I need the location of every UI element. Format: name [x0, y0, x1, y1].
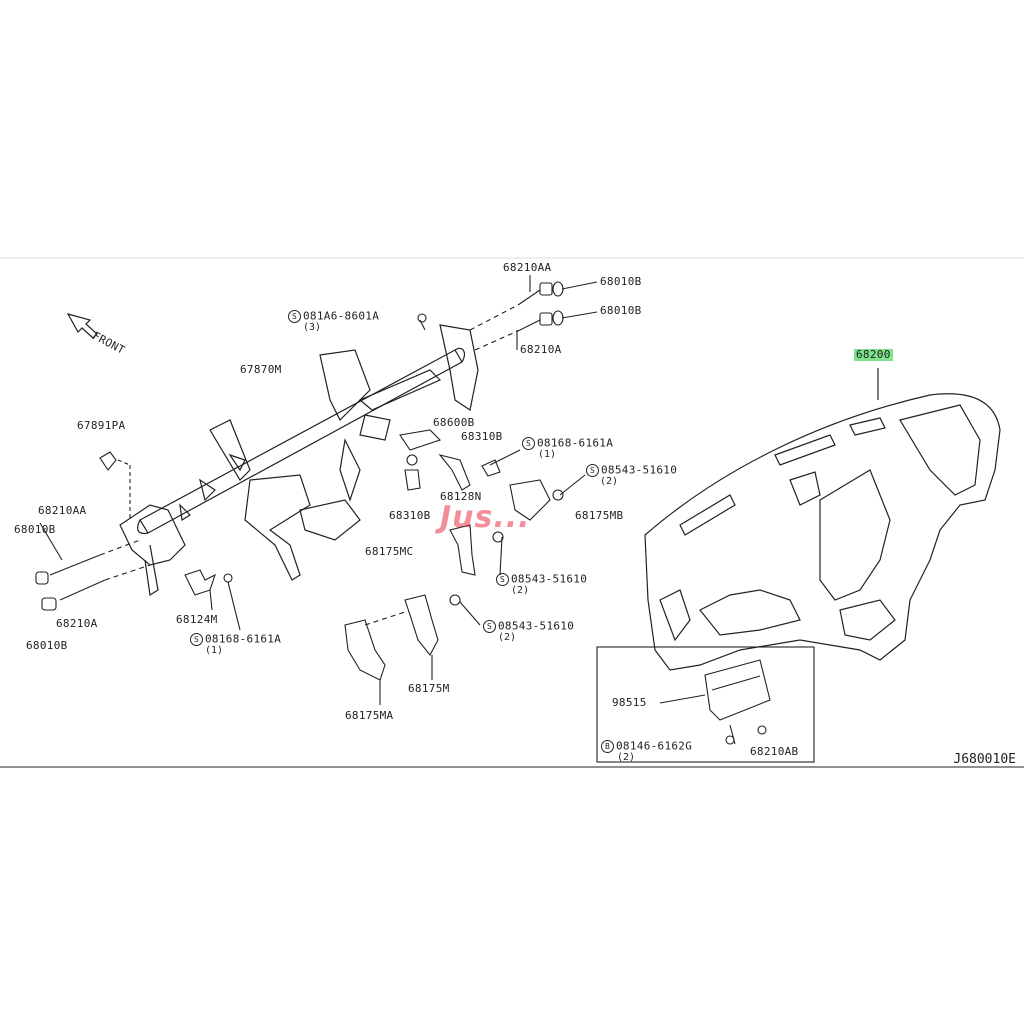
label-68175MA: 68175MA	[345, 709, 394, 722]
figure-code: J680010E	[953, 752, 1016, 767]
s-prefix-icon: S	[586, 464, 599, 477]
label-68210A-top: 68210A	[520, 343, 562, 356]
label-68210AB: 68210AB	[750, 745, 799, 758]
qty-081A6: (3)	[303, 322, 322, 333]
label-68010B-top2: 68010B	[600, 304, 642, 317]
watermark: Jus...	[440, 500, 531, 535]
s-prefix-icon: S	[496, 573, 509, 586]
qty-08543-c: (2)	[498, 632, 517, 643]
s-prefix-icon: S	[288, 310, 301, 323]
label-68175MB: 68175MB	[575, 509, 624, 522]
label-68210AA-left: 68210AA	[38, 504, 87, 517]
label-67870M: 67870M	[240, 363, 282, 376]
s-prefix-icon: S	[190, 633, 203, 646]
upper-bolts	[417, 275, 598, 351]
airbag-module	[596, 646, 815, 763]
lower-brackets	[184, 569, 481, 705]
steering-member	[119, 324, 479, 596]
label-68175MC: 68175MC	[365, 545, 414, 558]
qty-08543-a: (2)	[600, 476, 619, 487]
label-68175M: 68175M	[408, 682, 450, 695]
label-68210AA-top: 68210AA	[503, 261, 552, 274]
label-68200: 68200	[854, 348, 893, 361]
qty-08168-a: (1)	[538, 449, 557, 460]
center-brackets	[399, 429, 586, 576]
label-68210A-left: 68210A	[56, 617, 98, 630]
label-68010B-top1: 68010B	[600, 275, 642, 288]
instrument-panel	[644, 368, 1001, 671]
front-arrow-icon	[66, 313, 98, 339]
qty-08543-b: (2)	[511, 585, 530, 596]
label-67891PA: 67891PA	[77, 419, 126, 432]
label-68124M: 68124M	[176, 613, 218, 626]
label-68310B-a: 68310B	[461, 430, 503, 443]
b-prefix-icon: B	[601, 740, 614, 753]
left-bolts	[35, 451, 151, 611]
label-68310B-b: 68310B	[389, 509, 431, 522]
s-prefix-icon: S	[522, 437, 535, 450]
label-68600B: 68600B	[433, 416, 475, 429]
qty-08168-b: (1)	[205, 645, 224, 656]
s-prefix-icon: S	[483, 620, 496, 633]
label-68010B-left1: 68010B	[14, 523, 56, 536]
label-98515: 98515	[612, 696, 647, 709]
label-68010B-left2: 68010B	[26, 639, 68, 652]
qty-08146: (2)	[617, 752, 636, 763]
label-68128N: 68128N	[440, 490, 482, 503]
